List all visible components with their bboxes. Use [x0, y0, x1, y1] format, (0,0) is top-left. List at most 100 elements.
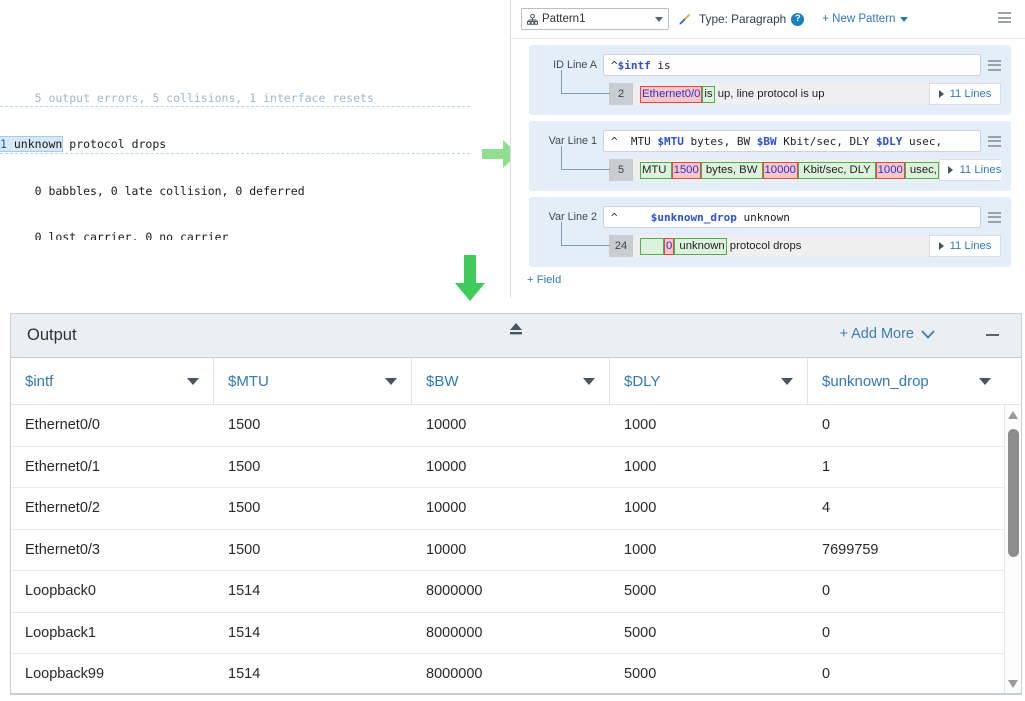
pattern-node-icon: [527, 14, 538, 25]
pattern-field-id-line-a: ID Line A ^$intf is 2 Ethernet0/0is up, …: [529, 45, 1011, 115]
match-preview[interactable]: Ethernet0/0is up, line protocol is up 11…: [633, 83, 1001, 105]
table-cell-mtu: 1514: [214, 666, 412, 682]
table-cell-drop: 0: [808, 625, 1005, 641]
chevron-down-icon: [979, 378, 991, 385]
lines-count-label: 11 Lines: [950, 88, 992, 100]
table-cell-drop: 0: [808, 666, 1005, 682]
new-pattern-button[interactable]: + New Pattern: [822, 13, 908, 25]
chevron-down-icon: [583, 378, 595, 385]
column-label: $MTU: [228, 373, 269, 390]
match-line-number: 5: [609, 159, 633, 181]
column-header-bw[interactable]: $BW: [412, 358, 610, 404]
match-literal: bytes, BW: [701, 162, 763, 179]
match-variable: Ethernet0/0: [640, 86, 702, 103]
table-cell-dly: 1000: [610, 417, 808, 433]
column-header-intf[interactable]: $intf: [11, 358, 214, 404]
panel-bottom-edge: [11, 693, 1021, 694]
chevron-down-icon: [655, 17, 663, 22]
eject-collapse-icon[interactable]: [508, 322, 524, 336]
regex-variable: $DLY: [876, 135, 903, 148]
lines-expand-chip[interactable]: 11 Lines: [929, 83, 1001, 105]
field-regex-input[interactable]: ^$intf is: [603, 54, 981, 76]
cli-line: 0 lost carrier, 0 no carrier: [0, 230, 470, 240]
match-variable: 10000: [763, 162, 798, 179]
table-cell-bw: 10000: [412, 459, 610, 475]
table-cell-intf: Loopback0: [11, 583, 214, 599]
cli-line-highlighted: 1 unknown protocol drops: [0, 137, 470, 153]
panel-menu-icon[interactable]: [998, 12, 1011, 23]
table-row[interactable]: Loopback991514800000050000: [11, 654, 1021, 694]
lines-count-label: 11 Lines: [959, 164, 1001, 176]
column-header-mtu[interactable]: $MTU: [214, 358, 412, 404]
cli-match-word: unknown: [14, 137, 62, 151]
table-cell-dly: 1000: [610, 500, 808, 516]
add-more-label: + Add More: [839, 326, 914, 342]
edit-pencil-icon[interactable]: [678, 12, 692, 26]
field-menu-icon[interactable]: [988, 60, 1001, 71]
pattern-toolbar: Pattern1 Type: Paragraph ? + New Pattern: [511, 0, 1025, 39]
column-label: $DLY: [624, 373, 660, 390]
table-cell-mtu: 1514: [214, 583, 412, 599]
match-variable: 1000: [876, 162, 905, 179]
table-scrollbar[interactable]: [1004, 405, 1021, 694]
scroll-down-arrow-icon[interactable]: [1008, 680, 1018, 688]
lines-expand-chip[interactable]: 11 Lines: [929, 235, 1001, 257]
table-row[interactable]: Ethernet0/015001000010000: [11, 405, 1021, 447]
column-header-dly[interactable]: $DLY: [610, 358, 808, 404]
table-cell-drop: 1: [808, 459, 1005, 475]
chevron-right-icon: [948, 166, 953, 174]
field-regex-input[interactable]: ^ $unknown_drop unknown: [603, 206, 981, 228]
chevron-right-icon: [939, 90, 944, 98]
regex-part: ^ MTU: [611, 135, 657, 148]
scrollbar-thumb[interactable]: [1008, 429, 1019, 557]
table-cell-drop: 7699759: [808, 542, 1005, 558]
table-body: Ethernet0/015001000010000Ethernet0/11500…: [11, 405, 1021, 694]
match-literal: unknown: [674, 238, 726, 255]
regex-part: bytes, BW: [684, 135, 757, 148]
field-regex-input[interactable]: ^ MTU $MTU bytes, BW $BW Kbit/sec, DLY $…: [603, 130, 981, 152]
match-line-number: 2: [609, 83, 633, 105]
table-cell-intf: Ethernet0/2: [11, 500, 214, 516]
table-row[interactable]: Ethernet0/315001000010007699759: [11, 530, 1021, 572]
lines-expand-chip[interactable]: 11 Lines: [939, 159, 1001, 181]
table-cell-bw: 10000: [412, 500, 610, 516]
match-plain: protocol drops: [727, 240, 802, 252]
regex-variable: $MTU: [657, 135, 684, 148]
lines-count-label: 11 Lines: [950, 240, 992, 252]
add-more-button[interactable]: + Add More: [839, 326, 935, 342]
table-row[interactable]: Loopback11514800000050000: [11, 613, 1021, 655]
table-cell-dly: 1000: [610, 542, 808, 558]
regex-part: ^: [611, 211, 651, 224]
regex-prefix: ^: [611, 59, 618, 72]
cli-line: 5 output errors, 5 collisions, 1 interfa…: [0, 91, 470, 107]
column-header-unknown-drop[interactable]: $unknown_drop: [808, 358, 1005, 404]
regex-part: unknown: [737, 211, 790, 224]
table-cell-intf: Ethernet0/3: [11, 542, 214, 558]
chevron-down-icon: [900, 17, 908, 22]
table-cell-bw: 8000000: [412, 666, 610, 682]
column-label: $BW: [426, 373, 459, 390]
pattern-select[interactable]: Pattern1: [521, 8, 669, 30]
minimize-button[interactable]: [986, 334, 999, 336]
match-preview[interactable]: 0 unknown protocol drops 11 Lines: [633, 235, 1001, 257]
pattern-select-value: Pattern1: [542, 13, 655, 25]
chevron-down-icon: [921, 330, 935, 339]
connector-elbow: [561, 146, 610, 170]
table-row[interactable]: Ethernet0/215001000010004: [11, 488, 1021, 530]
table-row[interactable]: Ethernet0/115001000010001: [11, 447, 1021, 489]
scroll-up-arrow-icon[interactable]: [1008, 411, 1018, 419]
field-menu-icon[interactable]: [988, 136, 1001, 147]
match-literal: usec,: [905, 162, 939, 179]
help-icon[interactable]: ?: [791, 13, 804, 26]
connector-elbow: [561, 70, 610, 94]
regex-variable: $intf: [618, 59, 651, 72]
cli-match-count: 1: [0, 137, 7, 151]
pattern-type-label: Type: Paragraph: [699, 12, 786, 26]
add-field-button[interactable]: + Field: [527, 274, 561, 286]
regex-variable: $BW: [757, 135, 777, 148]
field-menu-icon[interactable]: [988, 212, 1001, 223]
table-row[interactable]: Loopback01514800000050000: [11, 571, 1021, 613]
chevron-right-icon: [939, 242, 944, 250]
match-preview[interactable]: MTU 1500 bytes, BW 10000 Kbit/sec, DLY 1…: [633, 159, 1001, 181]
regex-suffix: is: [651, 59, 671, 72]
